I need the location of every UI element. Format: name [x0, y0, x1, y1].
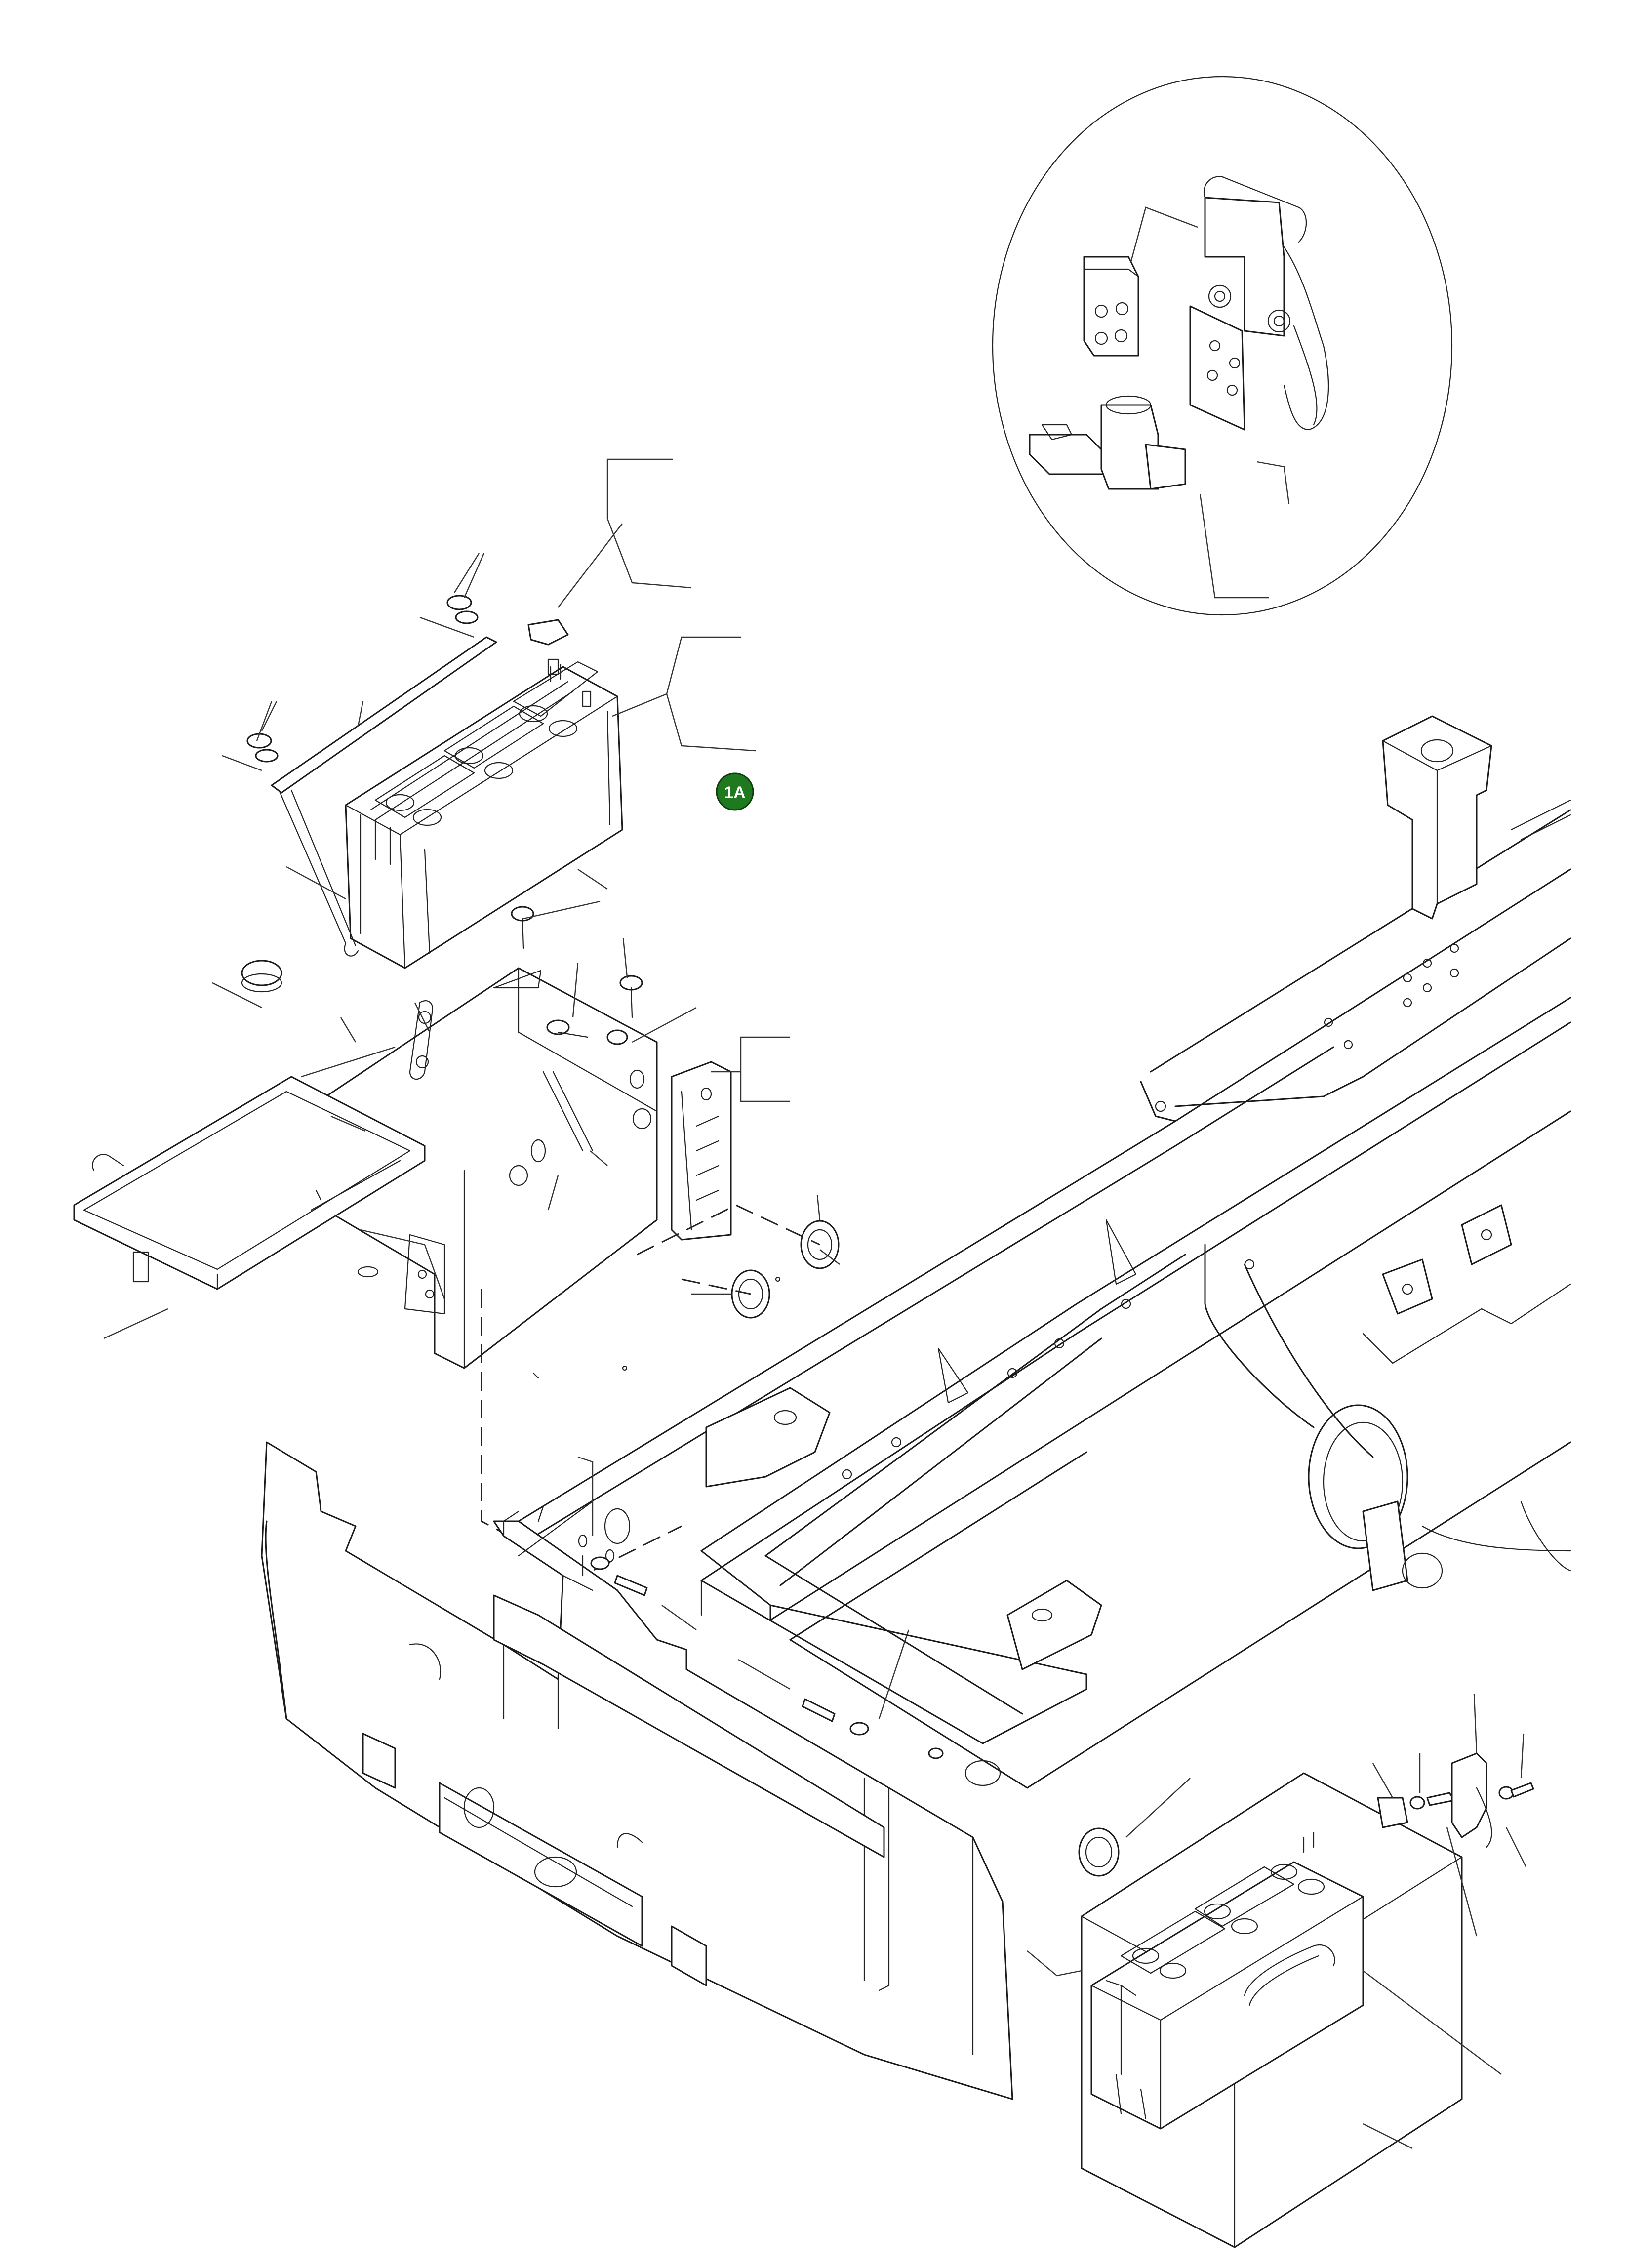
box-bolts — [511, 906, 643, 1152]
callout-label: 1A — [724, 783, 745, 802]
latch-assembly-lower — [1377, 1752, 1534, 1848]
detail-inset-view — [992, 76, 1453, 616]
leader-lines — [103, 458, 1527, 2149]
mounting-bracket — [671, 1061, 732, 1241]
axle-assembly — [1204, 1204, 1571, 1591]
battery-upper — [246, 595, 623, 969]
callout-circle — [716, 772, 754, 811]
battery-box — [325, 967, 658, 1369]
battery-tray — [73, 1076, 426, 1290]
hold-down-nuts — [246, 595, 479, 763]
bumper-bolts — [590, 1556, 944, 1759]
battery-cells — [374, 661, 599, 826]
front-bumper — [261, 1441, 1013, 2100]
small-fastener-marks — [532, 1276, 781, 1379]
chassis-frame — [518, 715, 1571, 1789]
callout-marker: 1A — [716, 772, 754, 811]
battery-lower — [1081, 1772, 1463, 2248]
cap-plug — [241, 960, 282, 986]
